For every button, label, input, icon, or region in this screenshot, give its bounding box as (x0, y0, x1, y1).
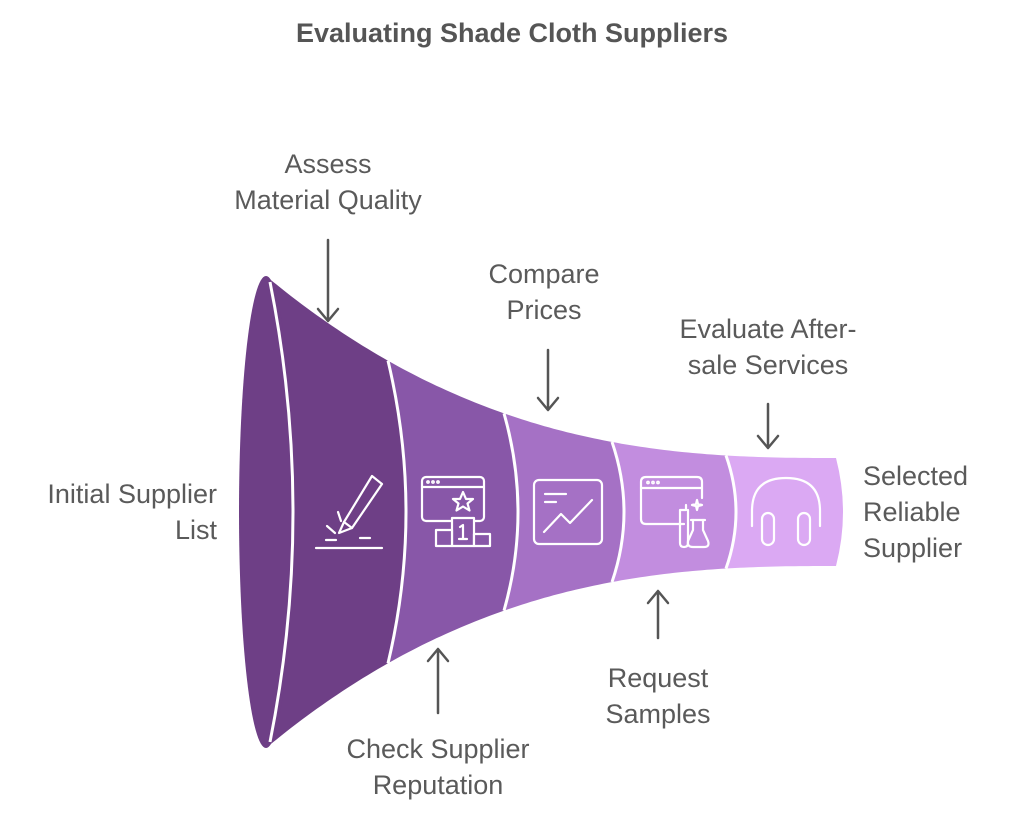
input-label-line1: Initial Supplier (47, 479, 217, 509)
funnel-segment-5 (726, 455, 843, 569)
price-chart-icon (532, 478, 604, 546)
stage-1-line2: Material Quality (234, 185, 422, 215)
funnel-mouth (239, 276, 293, 748)
output-label-line1: Selected (863, 461, 969, 491)
stage-2-line2: Reputation (372, 770, 504, 800)
arrow-request-samples (646, 589, 670, 640)
stage-3-line2: Prices (506, 295, 582, 325)
segment-dividers (268, 281, 738, 743)
arrow-assess-quality (316, 238, 340, 323)
segment-divider (502, 412, 520, 612)
stage-label-check-reputation: Check Supplier Reputation (298, 731, 578, 803)
stage-label-assess-quality: Assess Material Quality (178, 146, 478, 218)
headset-support-icon (750, 476, 822, 547)
input-label-line2: List (174, 515, 217, 545)
output-label: Selected Reliable Supplier (863, 458, 1013, 566)
stage-label-request-samples: Request Samples (538, 660, 778, 732)
segment-divider (268, 281, 295, 743)
segment-divider (386, 360, 408, 664)
lab-samples-icon (639, 475, 710, 549)
cutter-knife-icon (314, 474, 384, 550)
stage-3-line1: Compare (488, 259, 600, 289)
output-label-line3: Supplier (863, 533, 963, 563)
stage-4-line1: Request (607, 663, 709, 693)
stage-4-line2: Samples (605, 699, 711, 729)
stage-label-evaluate-aftersale: Evaluate After- sale Services (628, 311, 908, 383)
segment-divider (724, 454, 738, 570)
stage-5-line1: Evaluate After- (679, 314, 857, 344)
funnel-segment-3 (504, 413, 624, 611)
arrow-evaluate-aftersale (756, 402, 780, 450)
output-label-line2: Reliable (863, 497, 961, 527)
segment-divider (610, 441, 626, 583)
stage-1-line1: Assess (284, 149, 372, 179)
funnel-segment-4 (612, 442, 736, 582)
diagram-title: Evaluating Shade Cloth Suppliers (295, 18, 729, 48)
stage-5-line2: sale Services (687, 350, 849, 380)
stage-arrows (316, 238, 780, 715)
input-label: Initial Supplier List (0, 476, 217, 548)
stage-label-compare-prices: Compare Prices (424, 256, 664, 328)
arrow-check-reputation (426, 647, 450, 715)
stage-2-line1: Check Supplier (346, 734, 530, 764)
arrow-compare-prices (536, 348, 560, 412)
funnel-segment-2 (388, 360, 518, 664)
funnel-segment-1 (266, 276, 406, 748)
award-podium-icon (420, 475, 492, 548)
